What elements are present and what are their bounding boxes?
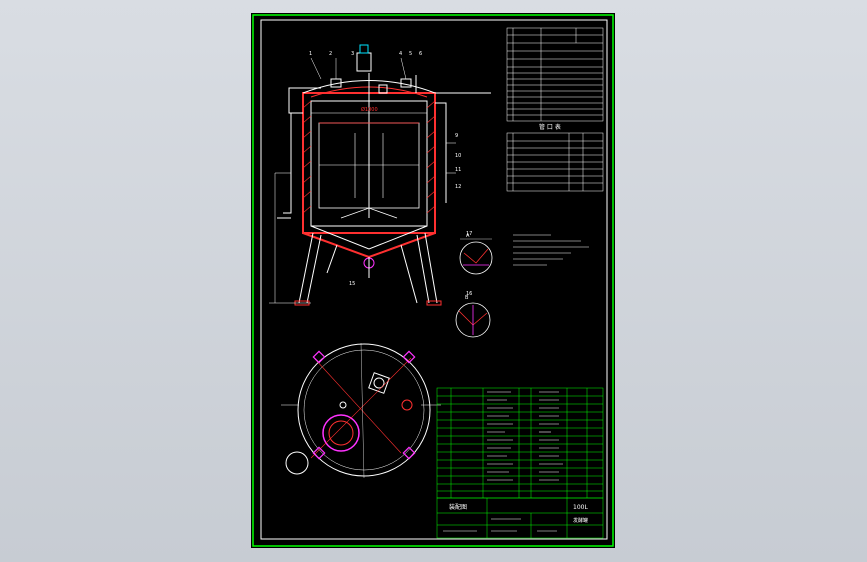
detail-a [459, 238, 493, 275]
spec-table [506, 27, 604, 122]
callout-11: 11 [455, 167, 461, 173]
diameter-label: Ø1000 [361, 106, 378, 113]
mark-17: 17 [466, 231, 472, 237]
notes-block [513, 234, 589, 266]
callout-4: 4 [399, 51, 402, 57]
outer-frame [252, 14, 614, 547]
drawing-canvas: 1 2 3 4 5 6 9 10 11 12 15 16 17 Ø1000 [252, 14, 614, 547]
nozzle-table-title: 管 口 表 [539, 123, 561, 131]
title-block-name: 装配图 [449, 503, 467, 511]
elevation-callouts: 1 2 3 4 5 6 9 10 11 12 15 16 17 [309, 51, 472, 297]
detail-b [455, 302, 491, 338]
nozzle-table [506, 132, 604, 192]
parts-list-text-rows [487, 391, 563, 481]
inner-frame [260, 19, 608, 540]
vessel-elevation [269, 44, 491, 306]
title-block [436, 497, 604, 539]
detail-b-label: B [465, 295, 469, 301]
callout-10: 10 [455, 153, 461, 159]
callout-12: 12 [455, 184, 461, 190]
drawing-sheet[interactable]: 1 2 3 4 5 6 9 10 11 12 15 16 17 Ø1000 [251, 13, 615, 548]
callout-2: 2 [329, 51, 332, 57]
callout-1: 1 [309, 51, 312, 57]
detail-a-label: A [466, 233, 470, 239]
volume-label: 100L [573, 504, 588, 511]
callout-6: 6 [419, 51, 422, 57]
plan-view [281, 342, 441, 479]
mark-15: 15 [349, 281, 355, 287]
mark-16: 16 [466, 291, 472, 297]
parts-list [436, 387, 604, 499]
callout-3: 3 [351, 51, 354, 57]
product-name: 发酵罐 [573, 517, 588, 524]
callout-5: 5 [409, 51, 412, 57]
title-block-text-rows [443, 518, 557, 532]
callout-9: 9 [455, 133, 458, 139]
